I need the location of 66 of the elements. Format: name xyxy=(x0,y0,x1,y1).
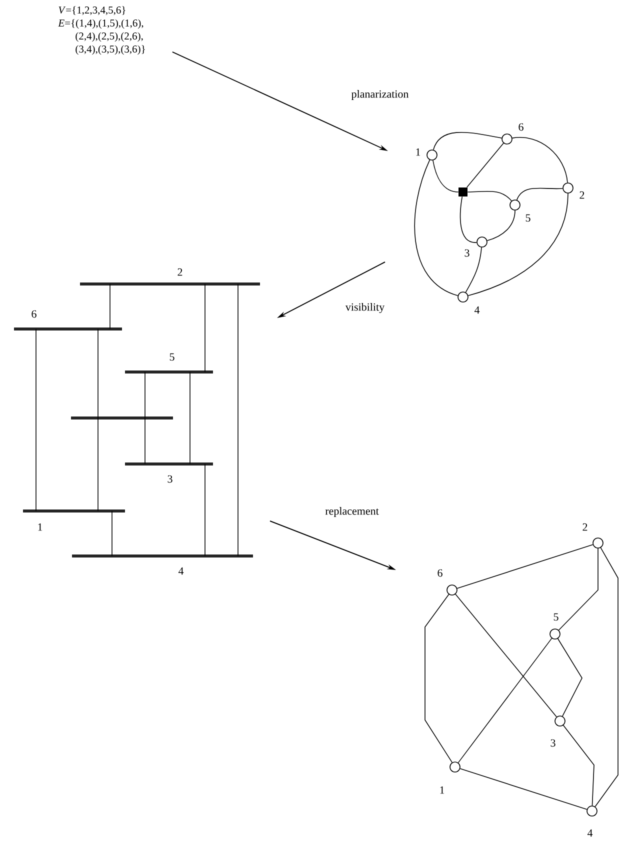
vertex-circle xyxy=(502,134,512,144)
graph-edge xyxy=(433,132,502,150)
vertex-label: 2 xyxy=(580,191,584,199)
vertex-label: 3 xyxy=(168,475,172,483)
graph-edge xyxy=(455,594,557,718)
graph-edge xyxy=(465,246,482,293)
graph-edge xyxy=(466,142,504,188)
vertex-label: 5 xyxy=(526,214,530,222)
vertex-circle xyxy=(510,200,520,210)
horizontal-bar xyxy=(72,554,253,558)
horizontal-bar xyxy=(125,462,213,466)
vertex-label: 1 xyxy=(416,148,420,156)
vertex-circle xyxy=(426,150,438,160)
vertex-label: 4 xyxy=(474,306,480,314)
graph-edge xyxy=(458,638,552,764)
vertex-circle xyxy=(458,292,468,302)
vertex-label: 6 xyxy=(518,123,524,131)
arrow-label: visibility xyxy=(345,303,385,313)
graph-edge xyxy=(456,544,594,589)
vertex-circle xyxy=(592,538,604,548)
graph-edge xyxy=(467,190,512,202)
horizontal-bar xyxy=(125,370,213,374)
crossing-square xyxy=(458,188,468,196)
vertex-circle xyxy=(550,628,560,640)
graph-edge xyxy=(204,464,206,556)
graph-edge xyxy=(562,724,594,806)
vertex-label: 1 xyxy=(440,786,444,794)
vertex-circle xyxy=(562,182,574,194)
vertex-label: 3 xyxy=(464,249,470,257)
graph-edge xyxy=(460,768,588,810)
vertex-circle xyxy=(554,716,566,726)
vertex-circle xyxy=(586,806,598,816)
graph-edge xyxy=(557,638,582,717)
graph-edge xyxy=(558,548,598,631)
vertex-label: 2 xyxy=(178,268,182,276)
graph-edge xyxy=(144,372,146,418)
graph-edge xyxy=(204,284,206,372)
vertex-label: 3 xyxy=(550,739,556,747)
horizontal-bar xyxy=(71,416,173,420)
vertex-label: 6 xyxy=(32,310,36,318)
formula-text: V={1,2,3,4,5,6} E={(1,4),(1,5),(1,6), (2,4),(2,5),(2,6), (3,4),(3,5),(3,6)} xyxy=(58,6,145,55)
edge-label: planarization xyxy=(350,89,410,101)
graph-edge xyxy=(468,193,568,296)
vertex-label: 6 xyxy=(438,569,442,577)
horizontal-bar xyxy=(80,282,260,286)
vertex-label: 1 xyxy=(38,523,42,531)
graph-edge xyxy=(486,210,516,241)
vertex-circle xyxy=(450,762,460,772)
graph-edge xyxy=(460,196,478,243)
vertex-circle xyxy=(476,236,488,248)
vertex-label: 2 xyxy=(582,523,588,531)
horizontal-bar xyxy=(14,328,122,330)
horizontal-bar xyxy=(23,510,125,512)
graph-edge xyxy=(414,160,458,296)
vertex-circle xyxy=(446,584,458,596)
vertex-label: 5 xyxy=(170,353,174,361)
vertex-label: 4 xyxy=(587,829,593,837)
vertex-label: 5 xyxy=(554,613,558,621)
graph-edge xyxy=(594,547,618,808)
vertex-label: 4 xyxy=(178,567,184,575)
graph-edge xyxy=(424,594,452,763)
graph-edge xyxy=(144,418,146,464)
graph-edge xyxy=(512,137,568,184)
arrow-label: replacement xyxy=(325,507,379,517)
graph-edge xyxy=(432,160,459,192)
graph-edge xyxy=(516,188,564,200)
